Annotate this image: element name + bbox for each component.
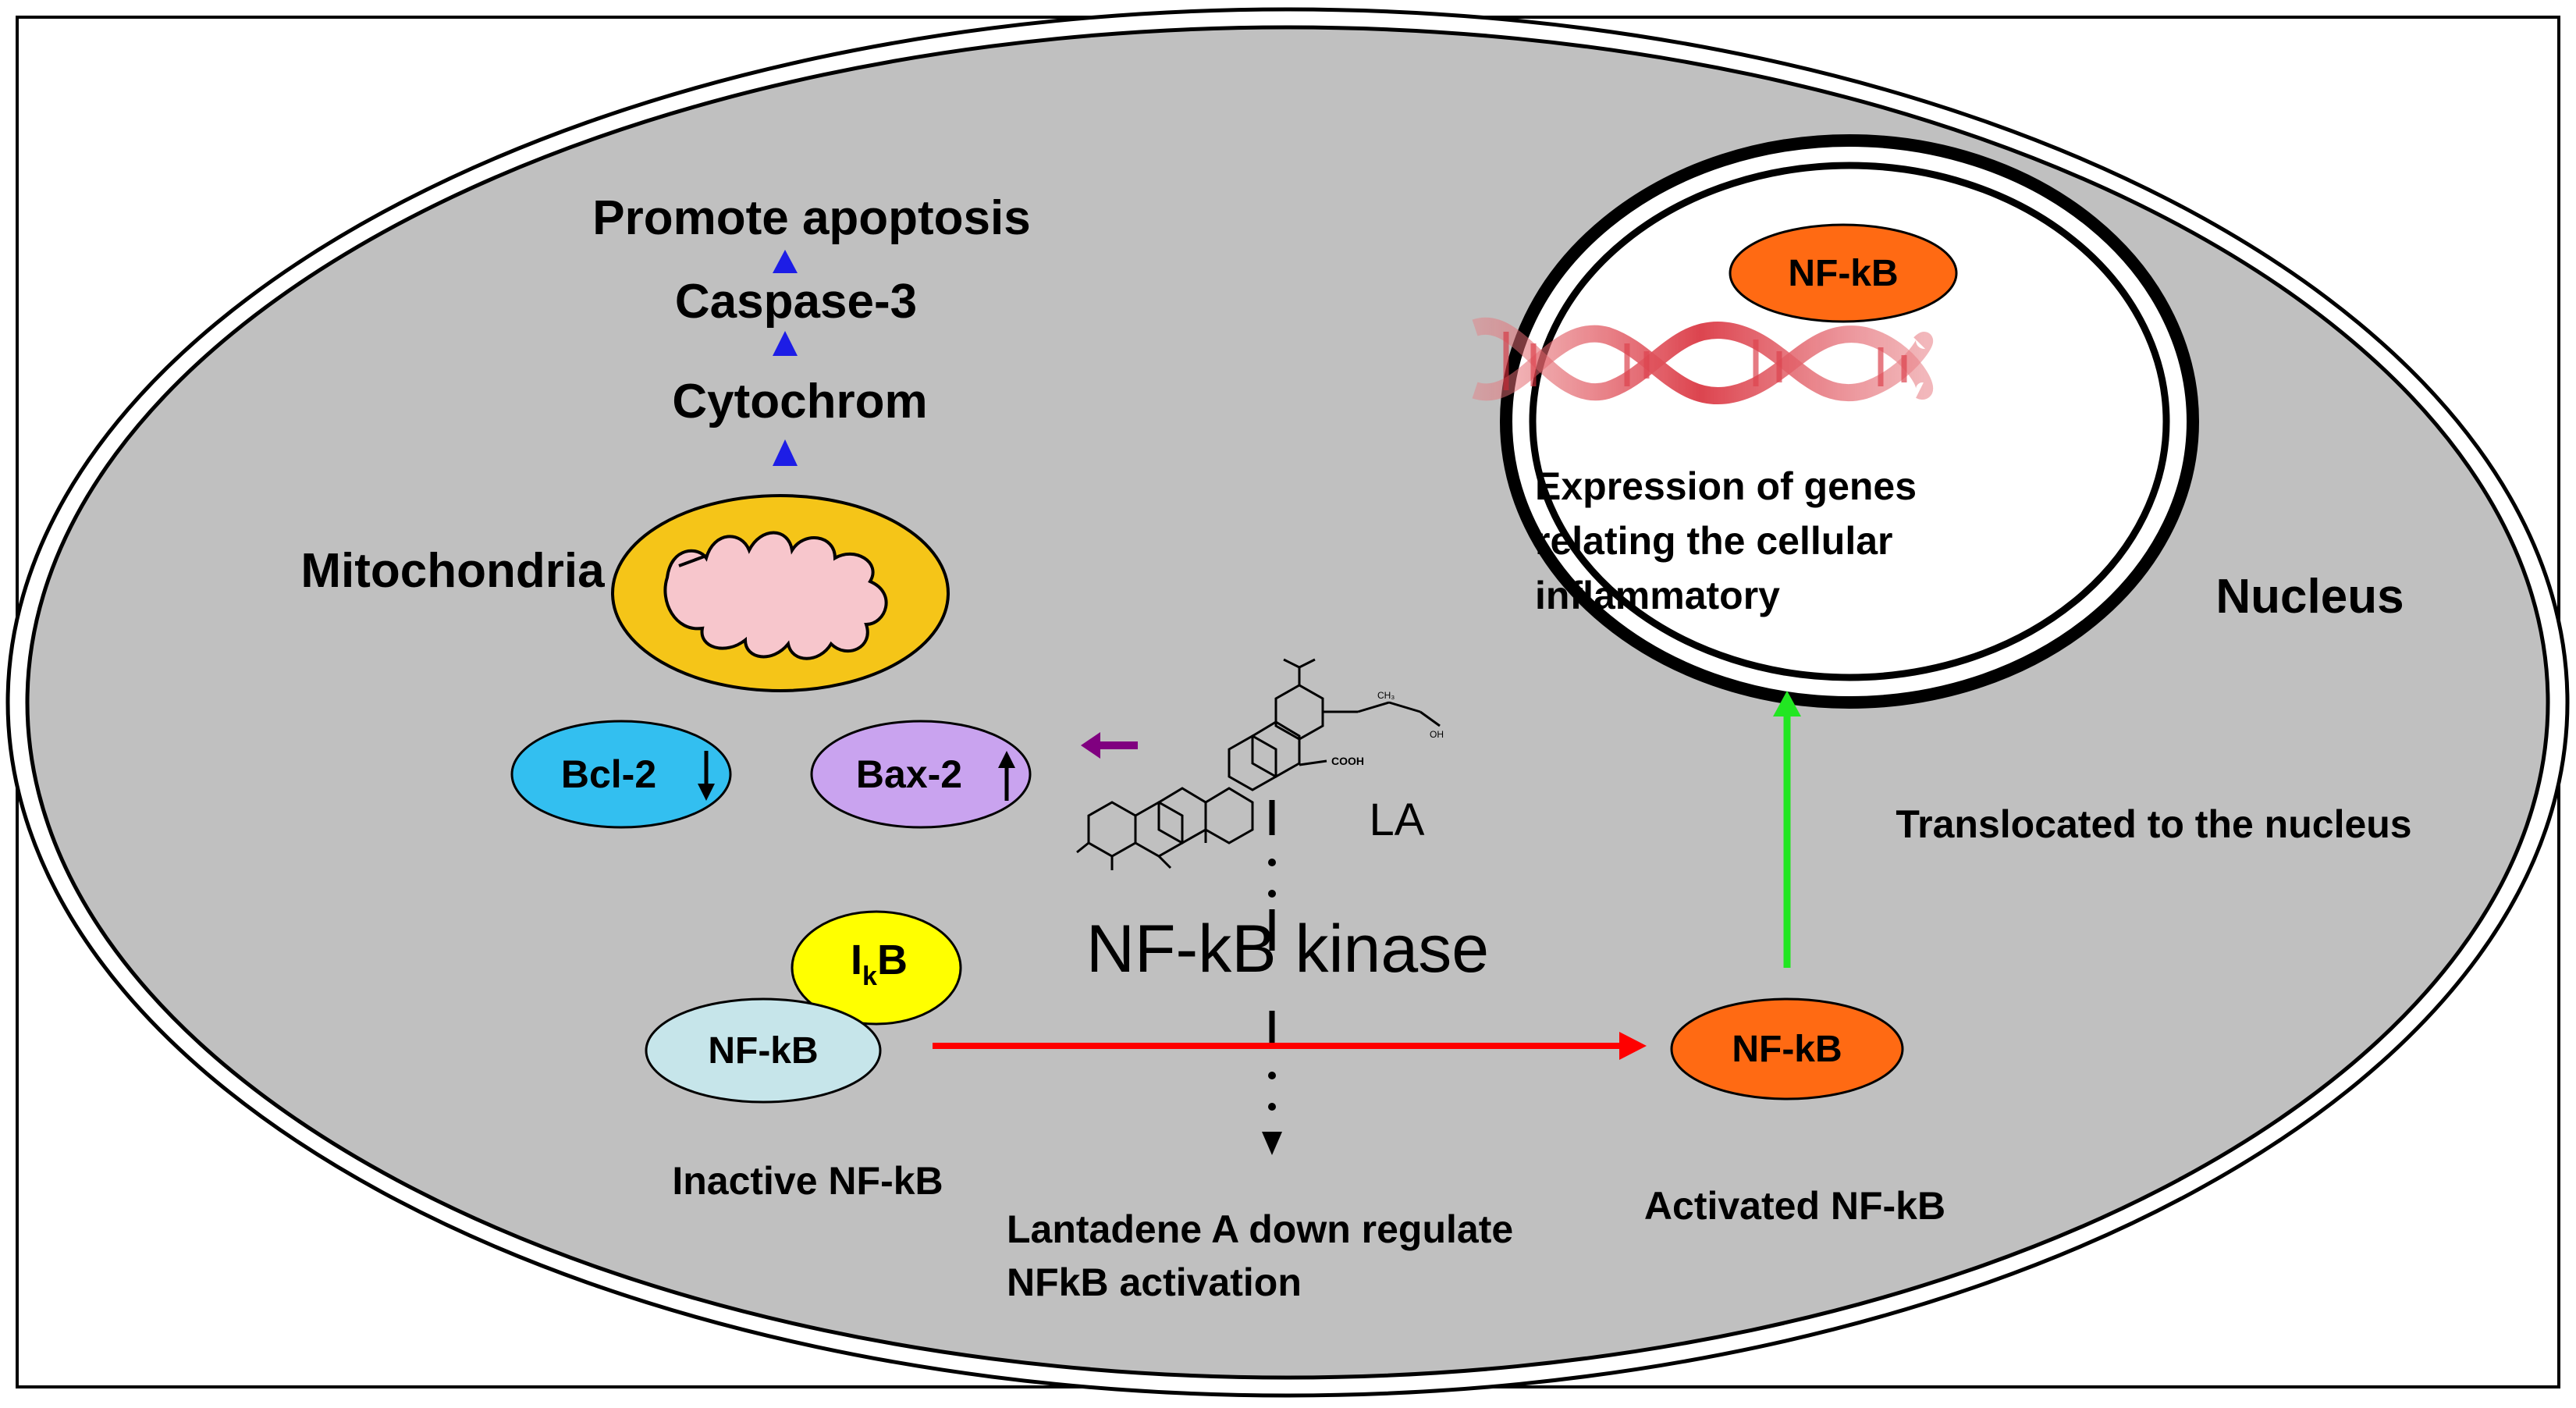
structure-cooh-glyph: COOH: [1331, 755, 1364, 767]
expression-line-3: inflammatory: [1535, 574, 1780, 617]
nfkb-active: NF-kB: [1670, 997, 1904, 1100]
lantadene-structure-icon: [1076, 658, 1441, 870]
la-label: LA: [1370, 795, 1425, 845]
mitochondria-icon: [611, 494, 950, 692]
activated-nfkb-caption: Activated NF-kB: [1644, 1184, 1945, 1228]
cytochrom-label: Cytochrom: [672, 375, 927, 428]
caspase3-label: Caspase-3: [675, 275, 917, 329]
lantadene-caption-line-2: NFkB activation: [1007, 1260, 1302, 1304]
nfkb-kinase-label: NF-kB kinase: [1086, 912, 1489, 987]
nfkb-inactive-label: NF-kB: [708, 1030, 818, 1072]
bax2-label: Bax-2: [856, 752, 962, 796]
inhibition-line: [1262, 800, 1282, 1155]
activation-arrow-icon: [1619, 1032, 1647, 1060]
inhibition-arrow-icon: [1262, 1132, 1282, 1155]
bcl2-node: Bcl-2: [510, 720, 732, 829]
cytochrom-arrow-icon: [773, 439, 798, 466]
inactive-nfkb-caption: Inactive NF-kB: [672, 1159, 943, 1203]
apoptosis-arrow-icon: [773, 250, 798, 273]
expression-line-2: relating the cellular: [1535, 519, 1892, 563]
nfkb-nucleus: NF-kB: [1729, 223, 1958, 323]
dna-icon: [1472, 317, 1934, 404]
lantadene-caption-line-1: Lantadene A down regulate: [1007, 1207, 1513, 1251]
nucleus-label: Nucleus: [2215, 570, 2404, 624]
activation-arrow: [933, 1032, 1647, 1060]
nfkb-active-label: NF-kB: [1732, 1029, 1842, 1070]
up-arrow-icon: [998, 751, 1015, 801]
cell-cytoplasm: [25, 25, 2550, 1380]
down-arrow-icon: [698, 751, 715, 801]
translocation-arrow: [1773, 691, 1801, 968]
inactive-complex: IkB NF-kB: [645, 910, 962, 1104]
bcl2-label: Bcl-2: [561, 752, 656, 796]
translocated-label: Translocated to the nucleus: [1896, 802, 2411, 846]
translocation-arrow-icon: [1773, 691, 1801, 716]
expression-line-1: Expression of genes: [1535, 464, 1917, 508]
promote-apoptosis-label: Promote apoptosis: [592, 191, 1031, 245]
mitochondria-label: Mitochondria: [300, 544, 605, 598]
caspase-arrow-icon: [773, 331, 798, 356]
nfkb-nucleus-label: NF-kB: [1788, 253, 1898, 294]
la-arrow-icon: [1081, 732, 1138, 759]
structure-ch3-glyph: CH₃: [1377, 690, 1395, 701]
nucleus-inner-membrane: [1529, 162, 2170, 681]
ikb-label: IkB: [851, 937, 908, 991]
bax2-node: Bax-2: [810, 720, 1032, 829]
structure-oh-glyph: OH: [1430, 729, 1444, 740]
